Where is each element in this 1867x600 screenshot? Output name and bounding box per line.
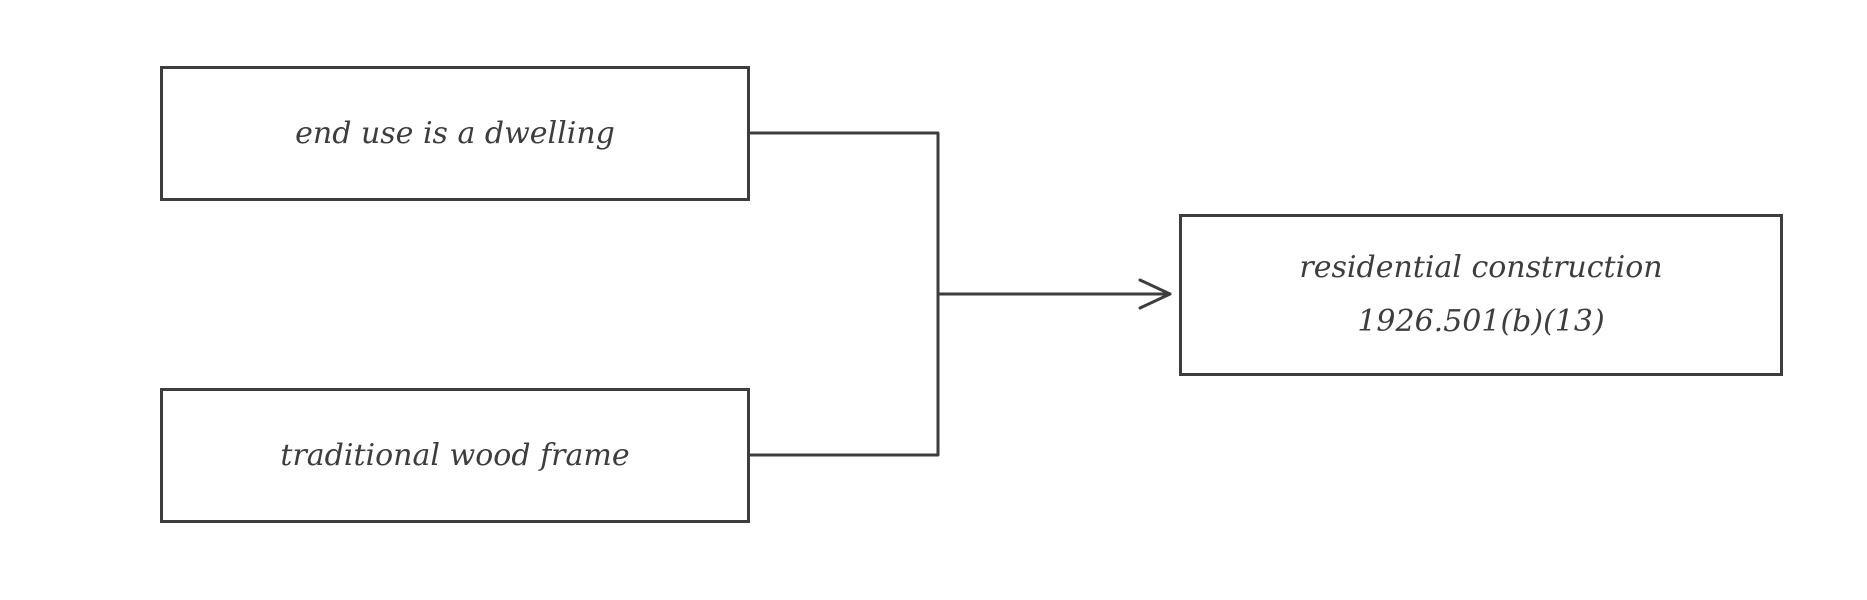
node-wood-frame-label: traditional wood frame: [280, 437, 630, 473]
arrowhead-icon: [1138, 278, 1172, 310]
node-end-use-label: end use is a dwelling: [295, 115, 615, 151]
node-end-use: end use is a dwelling: [160, 66, 750, 201]
connector-wood-frame: [748, 292, 940, 457]
node-residential-construction: residential construction 1926.501(b)(13): [1179, 214, 1783, 376]
node-result-line2: 1926.501(b)(13): [1357, 304, 1605, 339]
node-result-line1: residential construction: [1299, 250, 1663, 285]
connector-end-use: [748, 131, 940, 296]
node-wood-frame: traditional wood frame: [160, 388, 750, 523]
